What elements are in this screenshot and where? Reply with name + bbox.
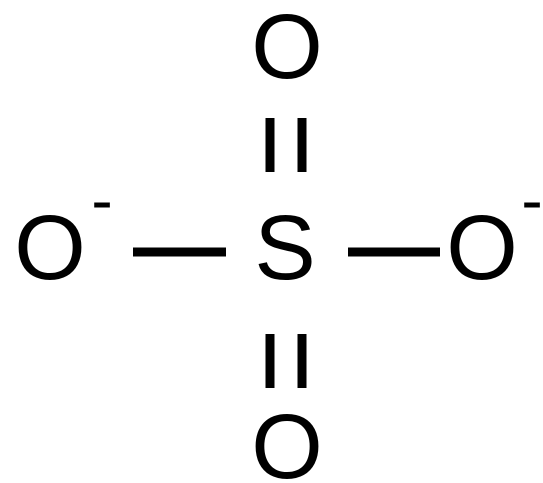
atom-left-oxygen: O [14, 197, 86, 299]
atom-bottom-oxygen: O [251, 396, 323, 483]
atom-center-sulfur: S [254, 197, 315, 299]
atom-top-oxygen: O [251, 0, 323, 98]
atom-right-oxygen: O [446, 197, 518, 299]
charge-right-oxygen: - [521, 164, 542, 236]
charge-left-oxygen: - [91, 164, 112, 236]
